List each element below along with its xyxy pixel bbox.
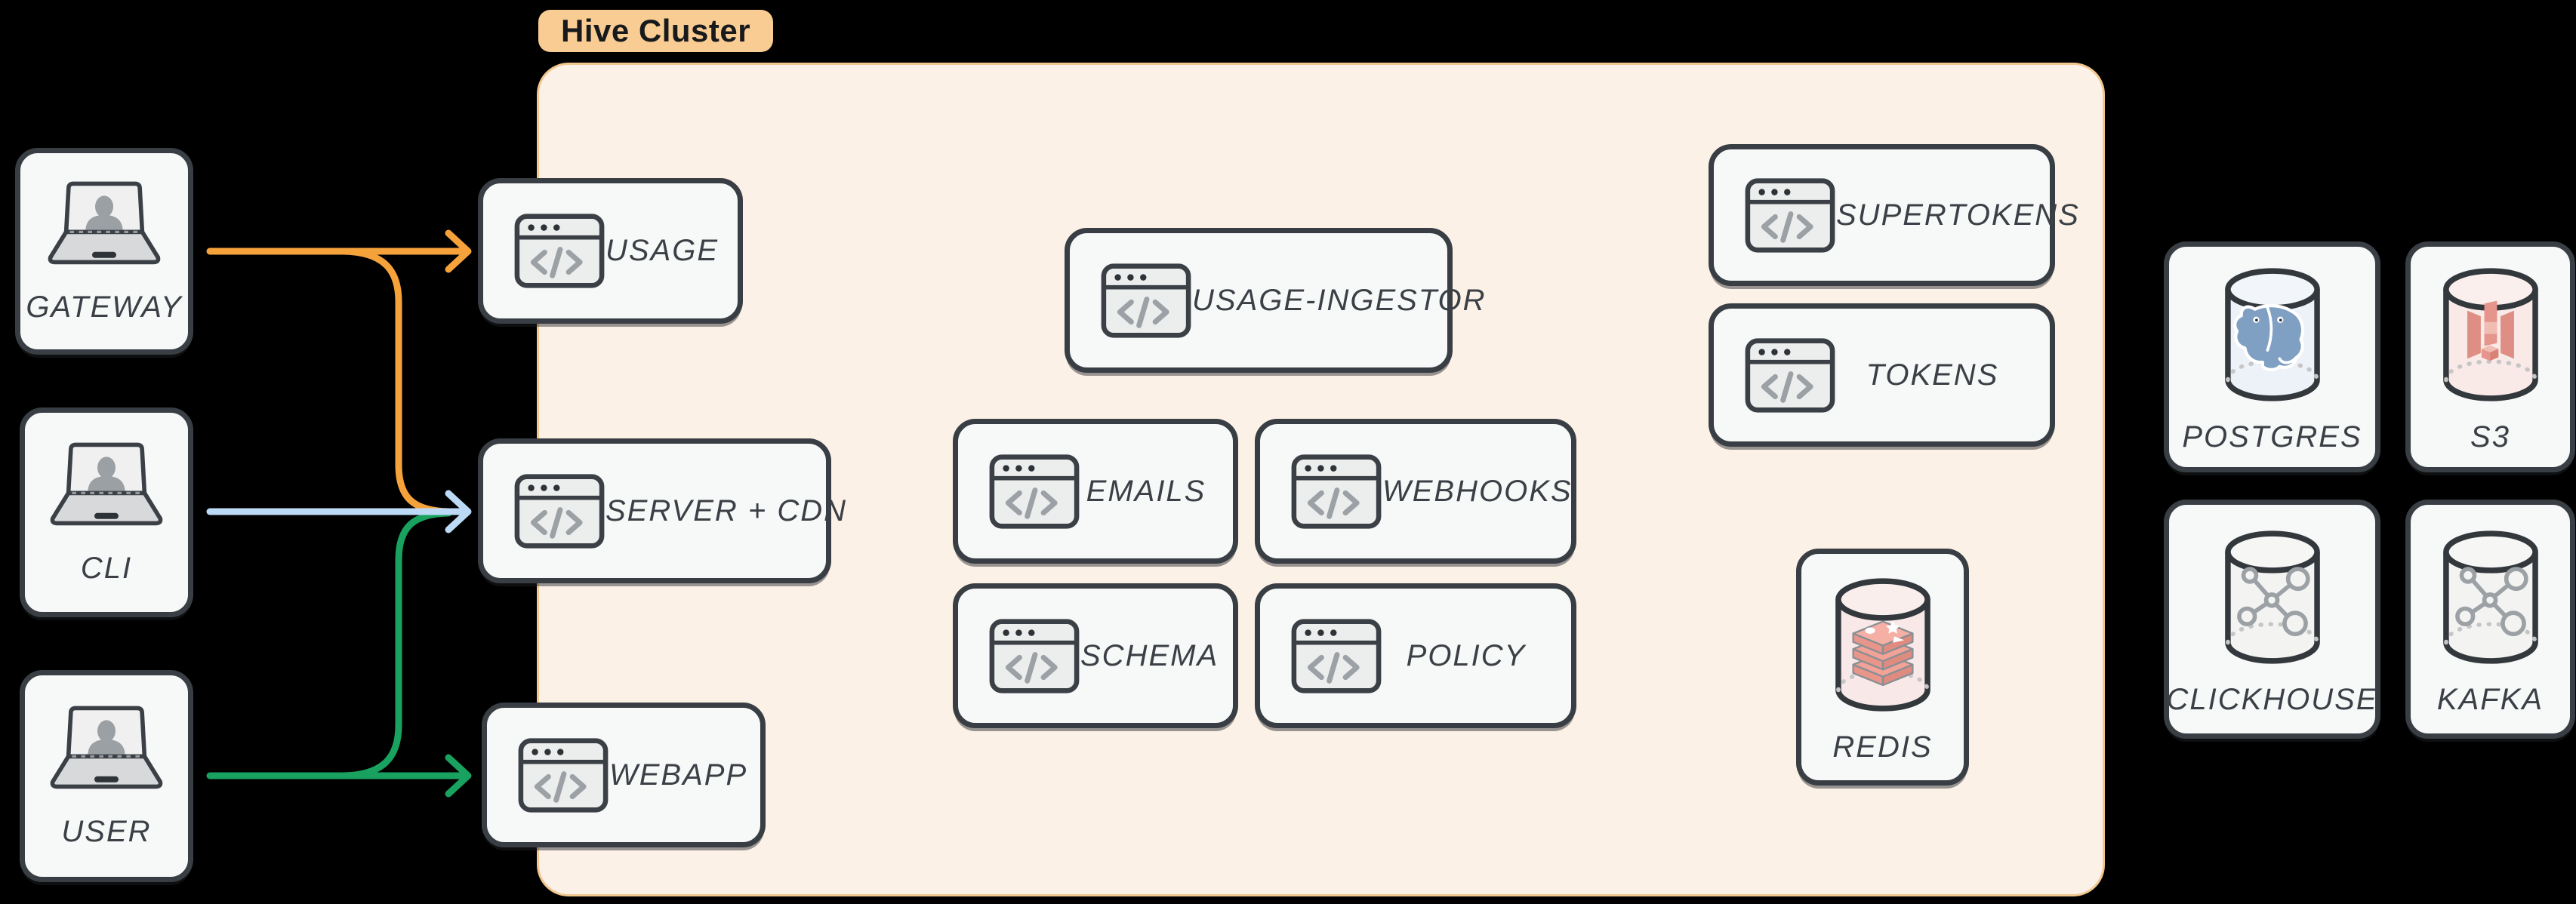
arrowhead-usage xyxy=(445,229,472,273)
service-label: SERVER + CDN xyxy=(605,494,848,527)
client-label: CLI xyxy=(80,551,133,585)
code-window-icon xyxy=(1290,454,1382,530)
node-postgres: POSTGRES xyxy=(2164,241,2380,472)
service-supertokens: SUPERTOKENS xyxy=(1709,144,2078,286)
service-label: USAGE xyxy=(605,234,719,267)
service-webapp: WEBAPP xyxy=(482,703,766,847)
service-redis: REDIS xyxy=(1796,549,1969,786)
code-window-icon xyxy=(1290,618,1382,694)
postgres-database-icon xyxy=(2216,260,2329,410)
code-window-icon xyxy=(1100,263,1192,339)
client-label: GATEWAY xyxy=(26,290,183,324)
service-label: EMAILS xyxy=(1086,474,1206,508)
datastore-label: POSTGRES xyxy=(2182,420,2362,454)
datastore-label: CLICKHOUSE xyxy=(2166,682,2378,716)
clickhouse-database-icon xyxy=(2216,522,2329,672)
service-emails: EMAILS xyxy=(953,419,1238,564)
service-label: POLICY xyxy=(1406,638,1527,672)
datastore-label: KAFKA xyxy=(2436,682,2544,716)
service-label: TOKENS xyxy=(1866,358,1999,392)
hive-cluster-label: Hive Cluster xyxy=(538,10,774,52)
arrow-user-to-server-cdn xyxy=(340,509,452,779)
service-label: WEBHOOKS xyxy=(1382,474,1573,508)
node-user: USER xyxy=(20,670,193,882)
node-clickhouse: CLICKHOUSE xyxy=(2164,500,2380,739)
service-usage: USAGE xyxy=(478,178,743,324)
laptop-user-icon xyxy=(43,440,170,530)
code-window-icon xyxy=(1744,177,1836,254)
service-usage-ingestor: USAGE-INGESTOR xyxy=(1065,228,1485,373)
code-window-icon xyxy=(1744,337,1836,414)
code-window-icon xyxy=(988,618,1080,694)
code-window-icon xyxy=(513,473,605,549)
node-cli: CLI xyxy=(20,407,193,617)
laptop-user-icon xyxy=(43,703,170,794)
service-label: REDIS xyxy=(1832,730,1933,764)
arrowhead-server-cdn xyxy=(445,490,472,533)
service-policy: POLICY xyxy=(1255,583,1576,728)
code-window-icon xyxy=(988,454,1080,530)
service-label: SCHEMA xyxy=(1080,638,1219,672)
service-webhooks: WEBHOOKS xyxy=(1255,419,1576,564)
node-gateway: GATEWAY xyxy=(15,148,193,355)
s3-database-icon xyxy=(2434,260,2547,410)
service-server-cdn: SERVER + CDN xyxy=(478,438,846,583)
redis-database-icon xyxy=(1826,570,1940,720)
service-tokens: TOKENS xyxy=(1709,303,2055,447)
datastore-label: S3 xyxy=(2470,420,2510,454)
node-kafka: KAFKA xyxy=(2405,500,2575,739)
code-window-icon xyxy=(517,737,609,813)
service-schema: SCHEMA xyxy=(953,583,1238,728)
node-s3: S3 xyxy=(2405,241,2575,472)
service-label: USAGE-INGESTOR xyxy=(1192,283,1487,317)
service-label: WEBAPP xyxy=(609,758,748,792)
arrow-gateway-to-server-cdn xyxy=(340,248,452,515)
code-window-icon xyxy=(513,213,605,289)
service-label: SUPERTOKENS xyxy=(1836,198,2080,232)
arrowhead-webapp xyxy=(445,754,472,798)
client-label: USER xyxy=(61,815,152,848)
kafka-database-icon xyxy=(2434,522,2547,672)
laptop-user-icon xyxy=(41,179,168,269)
